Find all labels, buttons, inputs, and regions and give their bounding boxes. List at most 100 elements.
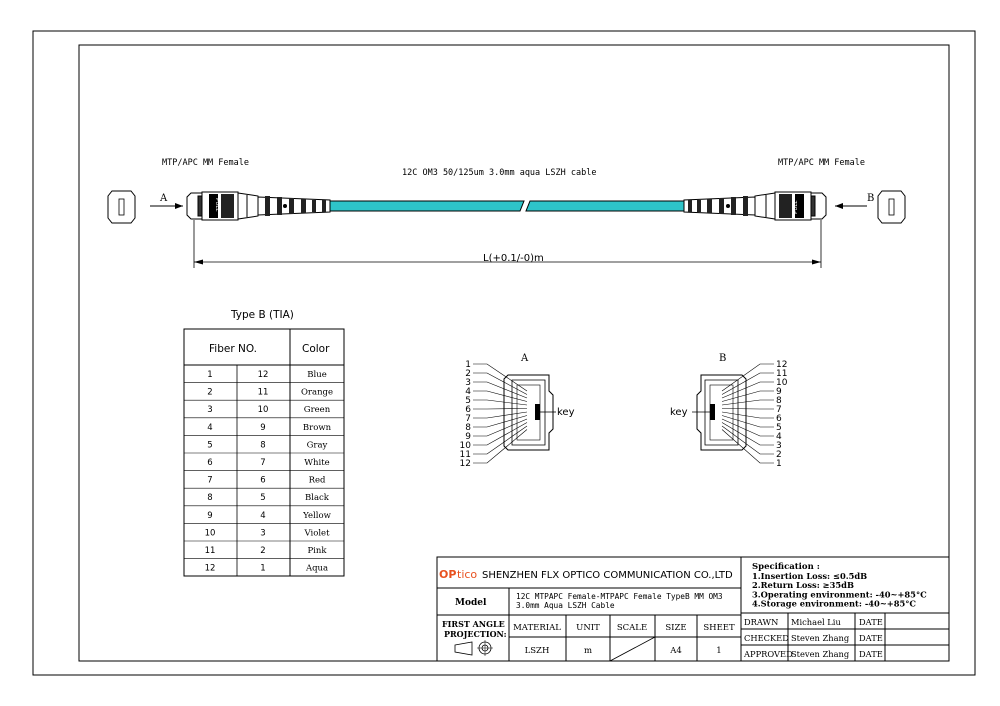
logo-tico: tico [457,568,477,581]
polarity-table: Type B (TIA) Fiber NO. Color 1 12 Blue 2 11 O… [183,309,345,577]
face-a-fiber-line [473,429,528,464]
fiber-a-cell: 8 [207,493,212,503]
sign-date-label: DATE [859,617,883,627]
face-b-number: 6 [776,414,782,424]
end-b-label: B [867,193,874,204]
fiber-b-cell: 5 [260,493,265,503]
fiber-a-cell: 1 [207,370,212,380]
fiber-color-cell: Red [309,476,326,486]
face-a-fiber-line [473,411,528,419]
sign-name: Michael Liu [791,617,841,627]
spec-line: 3.Operating environment: -40~+85°C [752,589,927,599]
fiber-color-cell: Black [305,493,330,503]
face-a-number: 6 [465,405,471,415]
sign-role: DRAWN [744,617,778,627]
fiber-color-cell: Orange [301,388,333,398]
key-label-b: key [670,407,688,418]
model-line-2: 3.0mm Aqua LSZH Cable [516,601,615,610]
right-dust-cap [877,190,906,224]
tb-header-cell: UNIT [576,623,600,633]
cable-description: 12C OM3 50/125um 3.0mm aqua LSZH cable [402,168,596,178]
face-b-number: 11 [776,369,787,379]
projection-line-2: PROJECTION: [444,629,507,639]
model-label: Model [455,598,487,608]
tb-header-cell: SIZE [665,623,686,633]
end-face-b-label: B [719,353,726,364]
fiber-a-cell: 10 [205,528,216,538]
spec-line: 2.Return Loss: ≥35dB [752,580,854,590]
company-name: SHENZHEN FLX OPTICO COMMUNICATION CO.,LT… [482,570,733,581]
length-dimension: L(+0.1/-0)m [193,220,822,268]
face-a-number: 12 [460,459,471,469]
fiber-b-cell: 6 [260,476,265,486]
face-a-fiber-line [473,390,528,402]
face-a-fiber-line [473,425,528,455]
face-a-fiber-line [473,381,528,399]
fiber-b-cell: 7 [260,458,265,468]
tb-header-cell: MATERIAL [513,623,561,633]
fiber-color-cell: Yellow [302,511,331,521]
face-a-fiber-line [473,408,528,410]
fiber-a-cell: 4 [207,423,212,433]
fiber-color-cell: Green [304,405,331,415]
face-b-number: 5 [776,423,782,433]
face-b-fiber-line [721,399,774,406]
fiber-header: Fiber NO. [209,343,257,355]
polarity-title: Type B (TIA) [230,309,294,321]
face-a-number: 4 [465,387,471,397]
face-b-number: 12 [776,360,787,370]
face-a-number: 8 [465,423,471,433]
fiber-b-cell: 2 [260,546,265,556]
fiber-b-cell: 12 [258,370,269,380]
left-connector-label: MTP/APC MM Female [162,158,249,168]
aqua-cable [329,200,685,212]
fiber-a-cell: 12 [205,564,216,574]
cable-assembly: MTP/APC MM Female MTP/APC MM Female 12C … [107,158,906,268]
spec-line: 4.Storage environment: -40~+85°C [752,599,916,609]
spec-title: Specification : [752,562,820,572]
end-a-label: A [159,193,168,204]
face-b-fiber-line [721,363,774,392]
outer-border [32,30,976,676]
fiber-b-cell: 3 [260,528,265,538]
sign-name: Steven Zhang [791,649,850,659]
fiber-color-cell: Gray [307,440,328,450]
fiber-color-cell: Pink [307,546,327,556]
model-line-1: 12C MTPAPC Female-MTPAPC Female TypeB MM… [516,592,723,601]
face-b-fiber-line [721,408,774,410]
color-header: Color [302,343,330,355]
fiber-b-cell: 10 [258,405,269,415]
face-a-fiber-line [473,415,528,428]
face-b-number: 7 [776,405,782,415]
tb-value-cell: LSZH [525,646,550,656]
projection-line-1: FIRST ANGLE [442,619,505,629]
face-b-fiber-line [721,381,774,399]
fiber-color-cell: Brown [303,423,332,433]
face-b-number: 3 [776,441,782,451]
fiber-a-cell: 11 [205,546,216,556]
first-angle-projection-icon [454,640,493,656]
face-a-fiber-line [473,418,528,437]
face-b-fiber-line [721,390,774,402]
left-pull-mark: PULL [214,198,220,212]
face-b-number: 4 [776,432,782,442]
fiber-a-cell: 6 [207,458,212,468]
right-mtp-connector: PULL [683,191,827,221]
fiber-a-cell: 5 [207,440,212,450]
fiber-color-cell: Blue [307,370,326,380]
face-a-fiber-line [473,372,528,395]
fiber-color-cell: Aqua [305,564,328,574]
right-connector-label: MTP/APC MM Female [778,158,865,168]
arrow-b: B [835,193,874,209]
face-a-number: 2 [465,369,471,379]
face-a-number: 5 [465,396,471,406]
fiber-a-cell: 2 [207,388,212,398]
